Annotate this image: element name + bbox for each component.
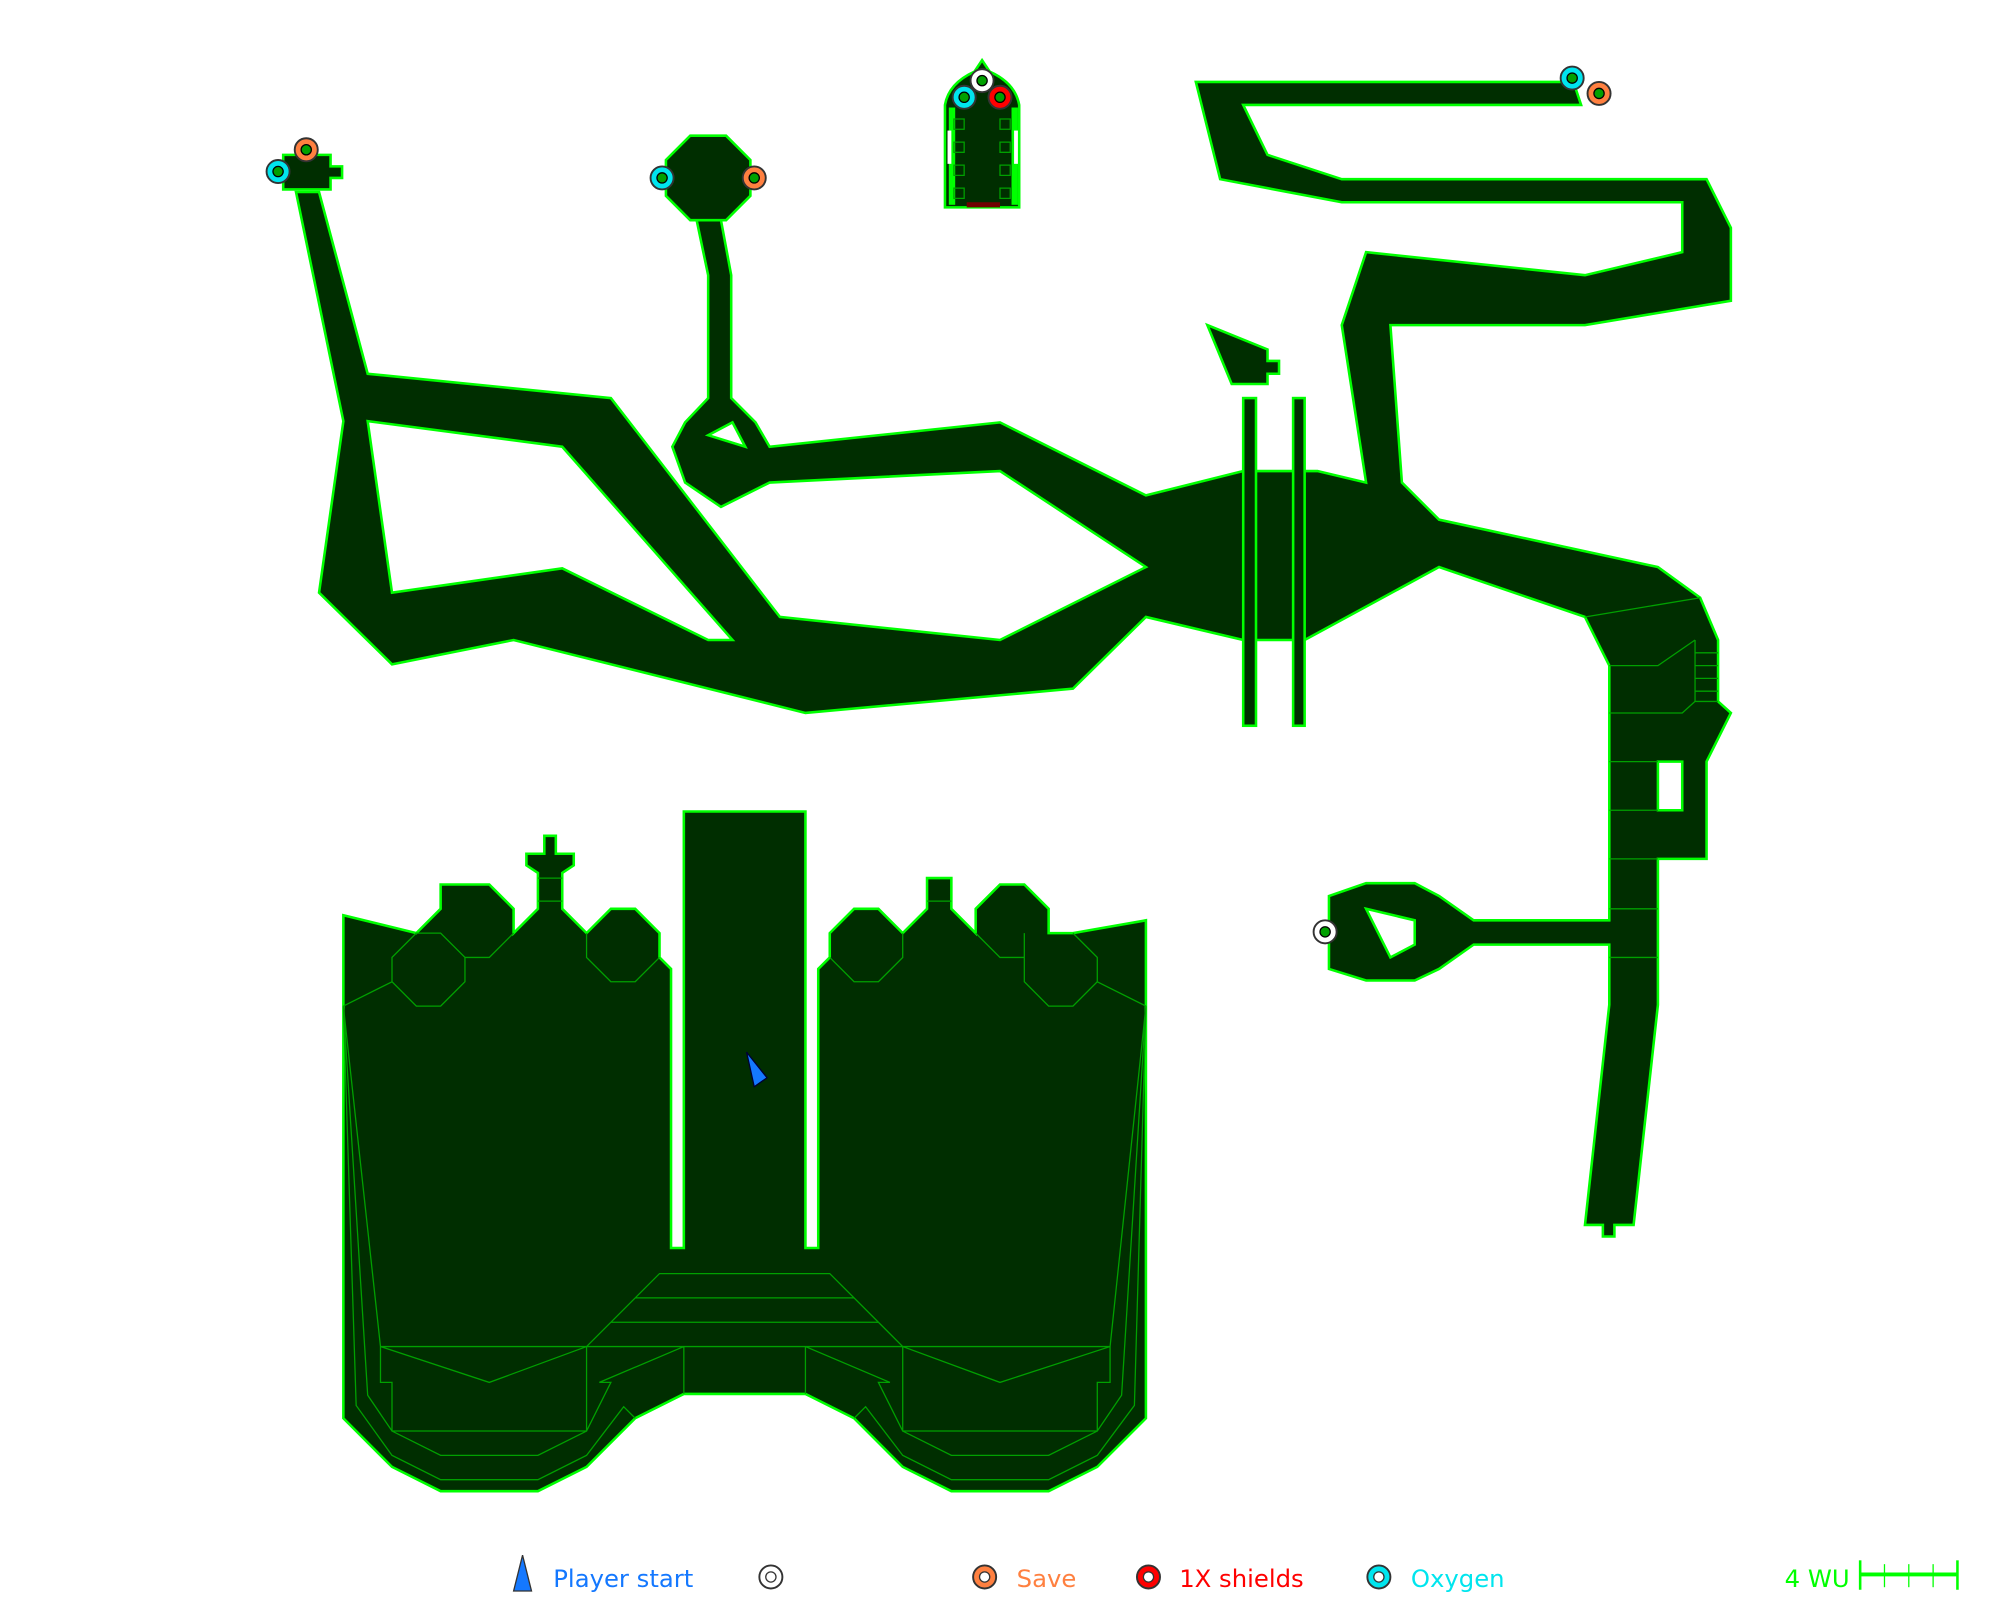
save-marker[interactable] (741, 165, 767, 191)
scale-bar (1858, 1560, 1959, 1590)
oxygen-marker[interactable] (951, 84, 977, 110)
shields-legend-icon (1136, 1564, 1161, 1590)
save-legend-icon (972, 1564, 998, 1590)
lower-ship-inner-lines (342, 877, 1147, 1481)
vertical-bar-left (1241, 396, 1258, 728)
unknown-marker[interactable] (1312, 919, 1338, 945)
player-start-icon[interactable] (745, 1051, 768, 1088)
map-markers (265, 65, 1612, 1088)
corridor-inner-lines (1584, 597, 1719, 959)
oxygen-marker[interactable] (649, 165, 675, 191)
legend: Player start Save 1X shields Oxygen 4 WU (512, 1555, 1959, 1593)
top-left-room (281, 153, 344, 191)
unknown-marker[interactable] (969, 68, 995, 94)
legend-player-start-label: Player start (553, 1564, 693, 1593)
upper-network-rooms (294, 80, 1733, 1238)
octagon-room (664, 134, 752, 222)
legend-save-label: Save (1017, 1564, 1077, 1593)
oxygen-marker[interactable] (1559, 65, 1585, 91)
shields-marker[interactable] (987, 84, 1013, 110)
save-marker[interactable] (293, 137, 319, 163)
lower-ship-rooms (342, 810, 1148, 1493)
legend-shields-label: 1X shields (1179, 1564, 1304, 1593)
oxygen-marker[interactable] (265, 159, 291, 184)
flag-room (1205, 322, 1281, 386)
unknown-legend-icon (758, 1564, 784, 1590)
scale-label: 4 WU (1785, 1564, 1850, 1593)
legend-oxygen-label: Oxygen (1411, 1564, 1505, 1593)
player-start-legend-icon (512, 1555, 533, 1592)
save-marker[interactable] (1586, 80, 1612, 106)
oxygen-legend-icon (1366, 1564, 1392, 1590)
vertical-bar-right (1291, 396, 1306, 728)
